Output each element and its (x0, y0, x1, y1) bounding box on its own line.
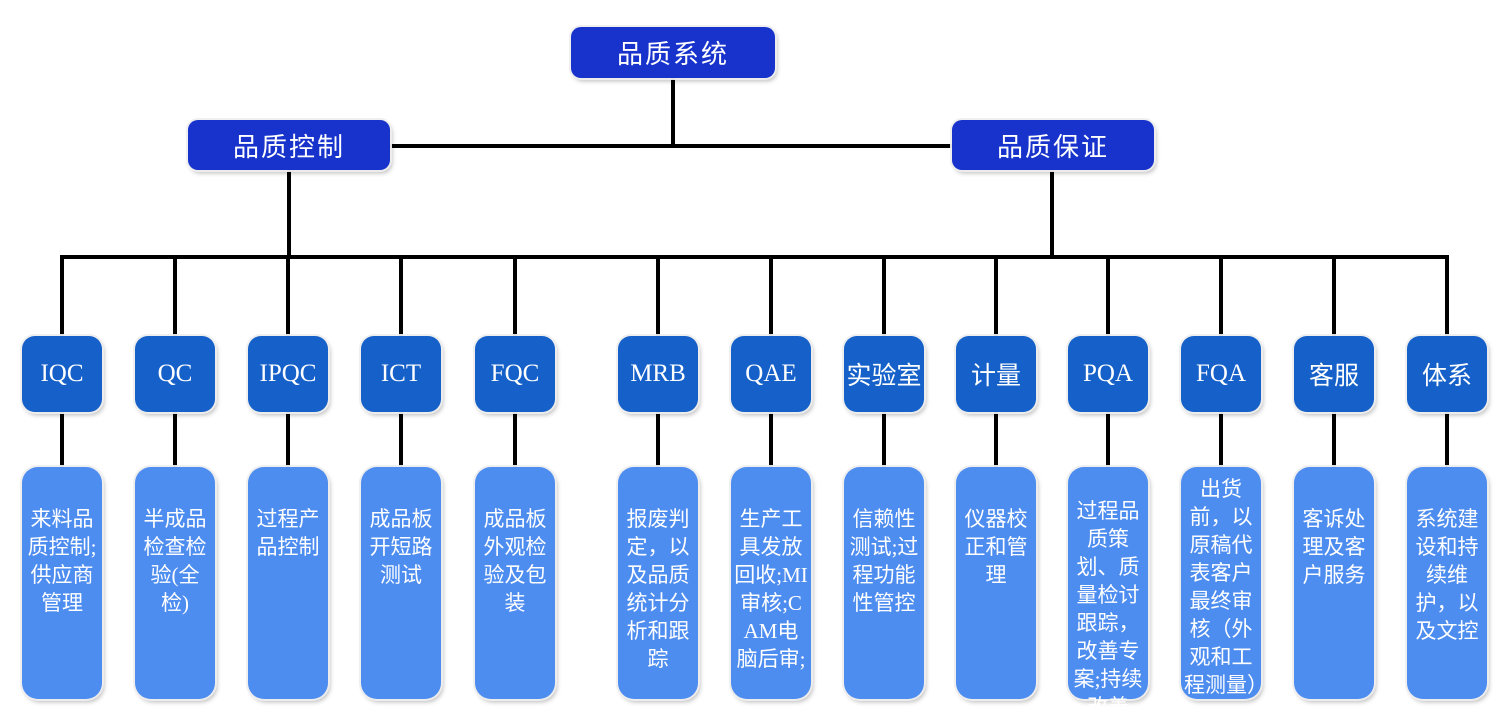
dept-node-label: MRB (630, 360, 686, 387)
dept-desc-customer-service: 客诉处理及客户服务 (1294, 467, 1374, 699)
dept-node-iqc: IQC (22, 336, 102, 412)
dept-desc-mrb: 报废判定，以及品质统计分析和跟踪 (618, 467, 698, 699)
dept-node-customer-service: 客服 (1294, 336, 1374, 412)
branch-node-quality-control: 品质控制 (188, 120, 390, 170)
dept-desc-system: 系统建设和持续维护，以及文控 (1407, 467, 1487, 699)
dept-node-fqc: FQC (475, 336, 555, 412)
dept-node-qc: QC (135, 336, 215, 412)
dept-desc-pqa: 过程品质策划、质量检讨跟踪，改善专案;持续改善 (1068, 467, 1148, 719)
dept-node-mrb: MRB (618, 336, 698, 412)
dept-desc-ict: 成品板开短路测试 (361, 467, 441, 699)
dept-desc-fqc: 成品板外观检验及包装 (475, 467, 555, 699)
dept-node-label: 计量 (970, 363, 1021, 390)
root-node: 品质系统 (571, 27, 775, 78)
branch-node-label: 品质控制 (232, 132, 345, 162)
dept-node-ict: ICT (361, 336, 441, 412)
dept-node-label: QAE (745, 360, 797, 387)
dept-node-label: 体系 (1421, 363, 1472, 390)
dept-node-label: 客服 (1308, 363, 1359, 390)
dept-desc-ipqc: 过程产品控制 (248, 467, 328, 699)
dept-node-label: ICT (380, 360, 422, 387)
dept-node-metrology: 计量 (956, 336, 1036, 412)
dept-desc-qc: 半成品检查检验(全检) (135, 467, 215, 699)
dept-desc-fqa: 出货前，以原稿代表客户最终审核（外观和工程测量） (1181, 467, 1268, 699)
dept-desc-metrology: 仪器校正和管理 (956, 467, 1036, 699)
dept-node-label: FQC (490, 360, 540, 387)
branch-node-label: 品质保证 (996, 132, 1109, 162)
dept-desc-iqc: 来料品质控制;供应商管理 (22, 467, 102, 699)
dept-desc-qae: 生产工具发放回收;MI审核;CAM电脑后审; (731, 467, 811, 699)
root-node-label: 品质系统 (616, 40, 729, 69)
dept-desc-lab: 信赖性测试;过程功能性管控 (844, 467, 924, 699)
dept-node-fqa: FQA (1181, 336, 1261, 412)
branch-node-quality-assurance: 品质保证 (952, 120, 1154, 170)
dept-node-ipqc: IPQC (248, 336, 328, 412)
dept-node-label: QC (157, 360, 193, 387)
dept-node-label: PQA (1082, 360, 1133, 387)
dept-node-lab: 实验室 (844, 336, 924, 412)
dept-node-system: 体系 (1407, 336, 1487, 412)
dept-node-label: 实验室 (846, 363, 922, 390)
dept-node-label: IQC (40, 360, 84, 387)
dept-node-label: FQA (1195, 360, 1246, 387)
dept-node-label: IPQC (259, 360, 317, 387)
dept-node-qae: QAE (731, 336, 811, 412)
dept-node-pqa: PQA (1068, 336, 1148, 412)
